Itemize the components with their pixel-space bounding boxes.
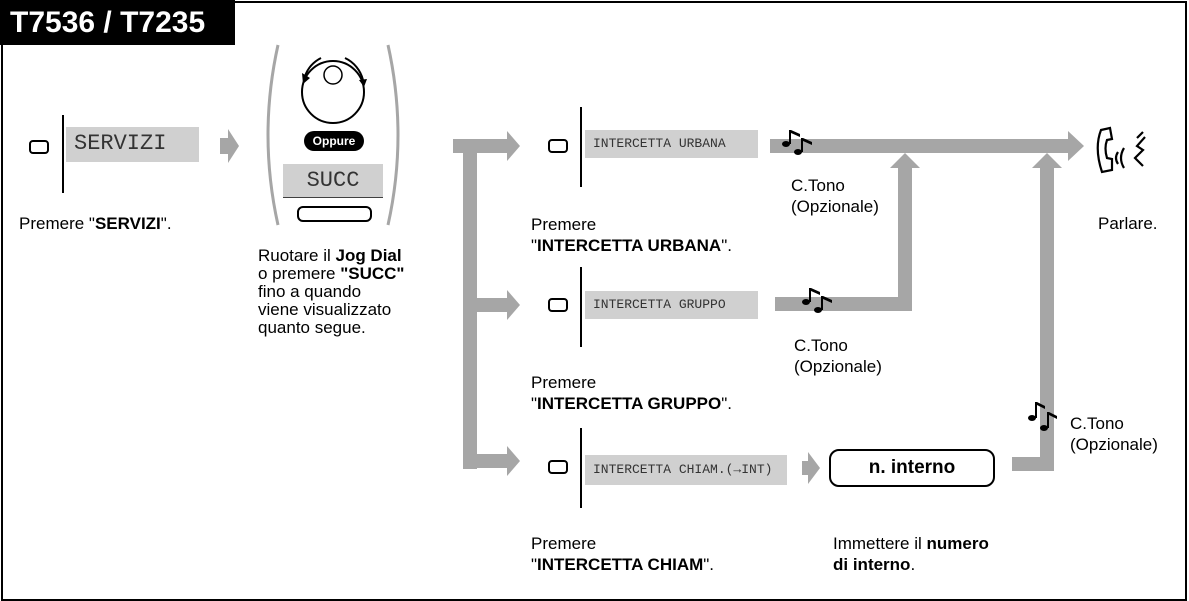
lcd-succ: SUCC xyxy=(283,164,383,197)
tone-label-urbana: C.Tono(Opzionale) xyxy=(791,176,879,216)
main-flow-bar xyxy=(770,139,1072,153)
gruppo-up-bar xyxy=(898,165,912,311)
step1-caption: Premere "SERVIZI". xyxy=(19,214,172,233)
arrow-to-gruppo xyxy=(507,290,520,320)
lcd-servizi: SERVIZI xyxy=(66,127,199,162)
lcd-intercetta-urbana: INTERCETTA URBANA xyxy=(585,130,758,158)
arrow-extension-up xyxy=(1032,153,1062,168)
arrow-to-chiam xyxy=(507,446,520,476)
display-edge xyxy=(580,428,582,508)
gruppo-caption: Premere "INTERCETTA GRUPPO". xyxy=(531,373,732,413)
extension-number-box[interactable]: n. interno xyxy=(829,449,995,487)
extension-up-bar xyxy=(1040,165,1054,471)
chiam-caption: Premere "INTERCETTA CHIAM". xyxy=(531,534,715,574)
arrow-step1-to-step2 xyxy=(220,129,239,163)
display-edge xyxy=(62,115,64,193)
tone-icon-urbana xyxy=(782,130,812,155)
arrow-to-talk xyxy=(1068,131,1084,161)
tone-icon-gruppo xyxy=(802,288,832,313)
talk-caption: Parlare. xyxy=(1098,214,1158,233)
tone-icon-extension xyxy=(1028,402,1057,431)
arrow-to-urbana xyxy=(507,131,520,161)
intercetta-urbana-softkey[interactable] xyxy=(548,139,568,153)
urbana-caption: Premere "INTERCETTA URBANA". xyxy=(531,215,732,255)
display-edge xyxy=(580,107,582,187)
step2-caption: Ruotare il Jog Dial o premere "SUCC" fin… xyxy=(258,246,405,337)
intercetta-chiam-softkey[interactable] xyxy=(548,460,568,474)
lcd-intercetta-chiam: INTERCETTA CHIAM.(→INT) xyxy=(585,455,787,485)
intercetta-gruppo-softkey[interactable] xyxy=(548,298,568,312)
tone-label-gruppo: C.Tono(Opzionale) xyxy=(794,336,882,376)
lcd-intercetta-gruppo: INTERCETTA GRUPPO xyxy=(585,291,758,319)
model-tab: T7536 / T7235 xyxy=(0,0,235,45)
servizi-softkey[interactable] xyxy=(29,140,49,154)
branch-vertical-bar xyxy=(463,139,477,469)
display-edge xyxy=(580,267,582,347)
succ-key xyxy=(297,206,372,222)
extension-caption: Immettere il numero di interno. xyxy=(833,534,989,574)
arrow-to-extension xyxy=(808,452,820,484)
oppure-badge: Oppure xyxy=(304,131,364,151)
jog-dial-bracket xyxy=(266,44,400,226)
tone-label-extension: C.Tono(Opzionale) xyxy=(1070,414,1158,454)
jog-dial-icon xyxy=(301,57,367,124)
arrow-gruppo-up xyxy=(890,153,920,168)
handset-talking-icon xyxy=(1096,126,1146,174)
